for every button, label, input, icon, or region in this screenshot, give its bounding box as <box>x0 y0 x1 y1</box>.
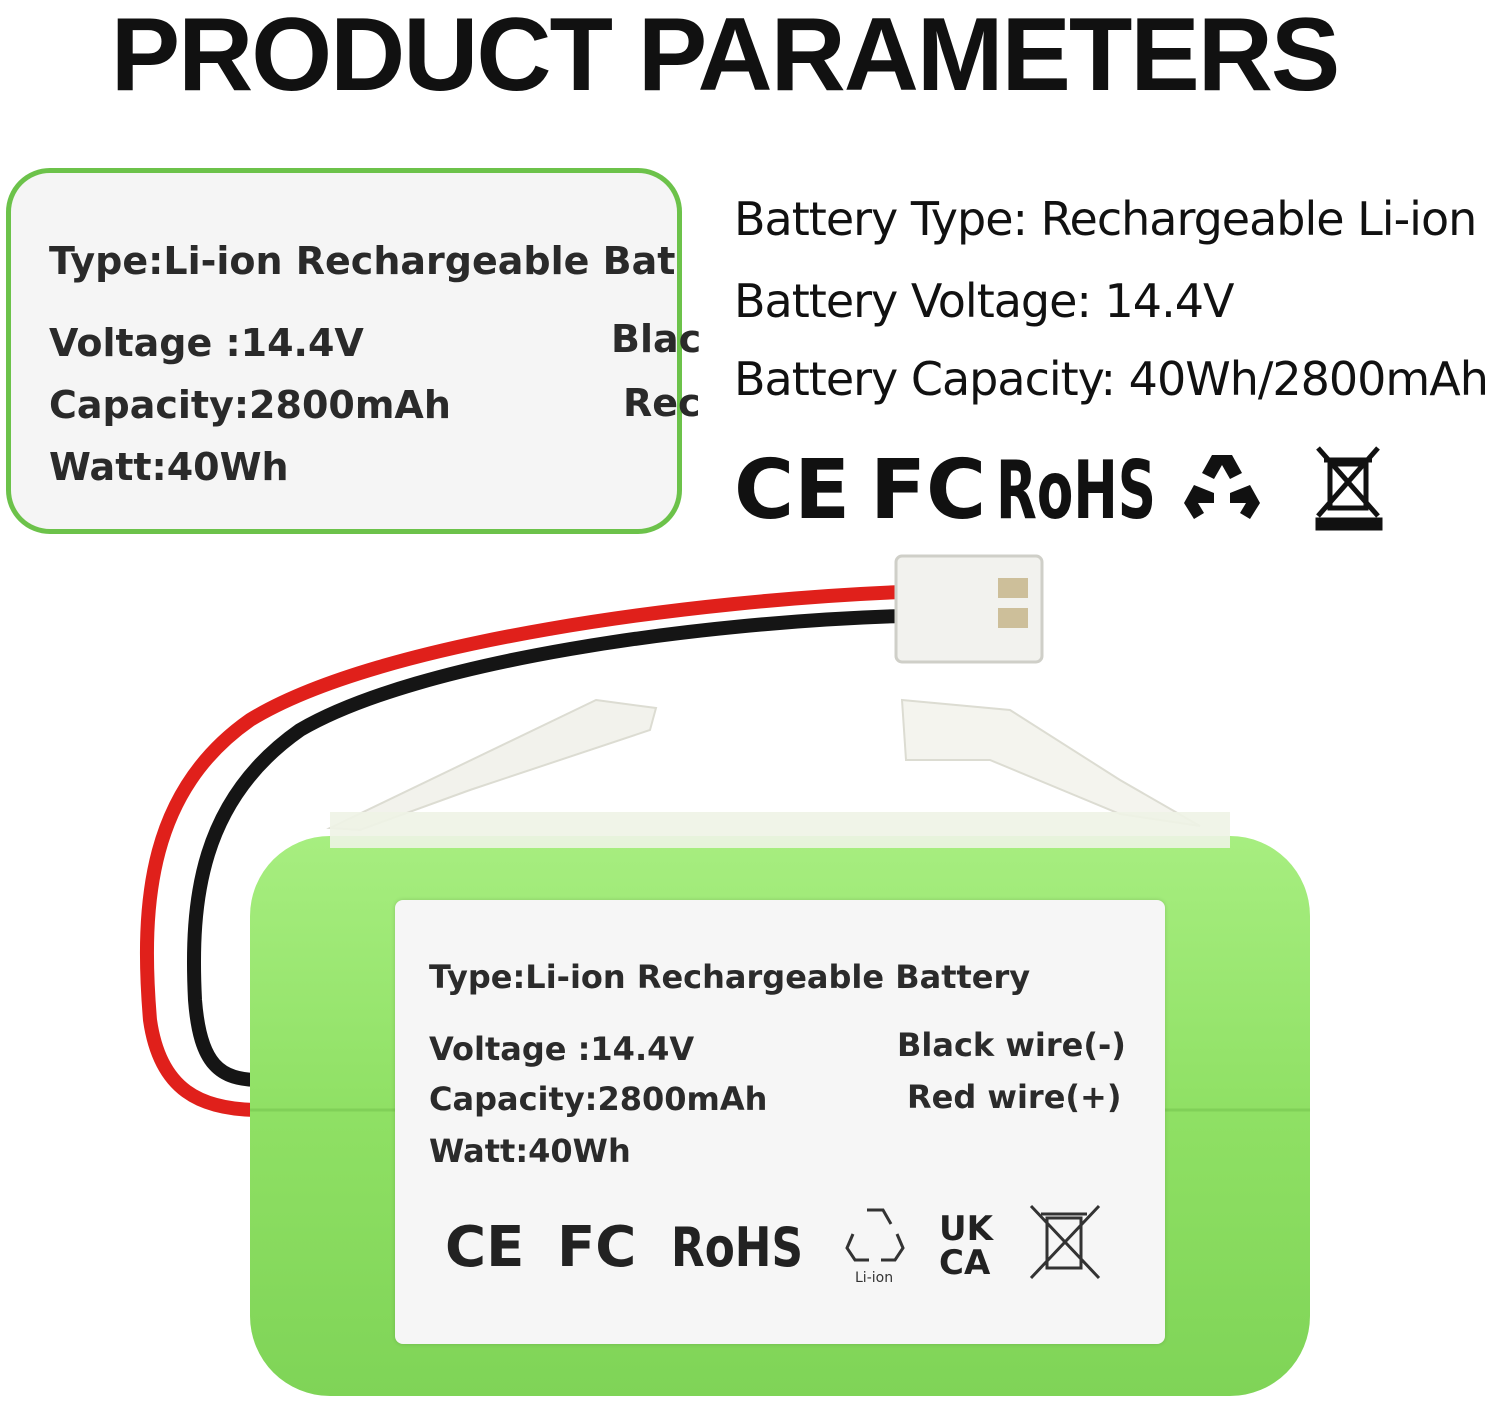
label-fc-mark-icon: FC <box>557 1215 636 1280</box>
closeup-capacity-text: Capacity:2800mAh <box>49 383 451 427</box>
spec-battery-capacity: Battery Capacity: 40Wh/2800mAh <box>734 352 1488 406</box>
label-rohs-mark-icon: RoHS <box>671 1216 803 1279</box>
label-ukca-mark-bottom: CA <box>939 1243 991 1283</box>
spec-battery-type: Battery Type: Rechargeable Li-ion <box>734 192 1477 246</box>
label-voltage-text: Voltage :14.4V <box>429 1030 695 1068</box>
connector-plug <box>894 554 1044 664</box>
label-black-wire-text: Black wire(-) <box>897 1026 1126 1064</box>
certification-marks-row: CE FC RoHS <box>734 443 1383 538</box>
black-wire <box>186 609 909 1087</box>
right-tape <box>900 698 1201 827</box>
label-watt-text: Watt:40Wh <box>429 1132 631 1170</box>
label-type-text: Type:Li-ion Rechargeable Battery <box>429 958 1031 996</box>
spec-battery-voltage: Battery Voltage: 14.4V <box>734 274 1234 328</box>
closeup-black-wire-text: Blac <box>611 317 702 361</box>
label-red-wire-text: Red wire(+) <box>907 1078 1122 1116</box>
closeup-watt-text: Watt:40Wh <box>49 445 289 489</box>
recycle-icon <box>1184 455 1260 519</box>
left-tape <box>326 698 658 832</box>
closeup-voltage-text: Voltage :14.4V <box>49 321 364 365</box>
label-ce-mark-icon: CE <box>445 1215 524 1280</box>
label-weee-crossed-bin-icon <box>1029 1204 1101 1280</box>
page-title: PRODUCT PARAMETERS <box>110 0 1340 113</box>
label-capacity-text: Capacity:2800mAh <box>429 1080 768 1118</box>
battery-sticker-label: Type:Li-ion Rechargeable Battery Voltage… <box>395 900 1165 1344</box>
red-wire <box>139 585 909 1117</box>
fc-mark-icon: FC <box>870 443 986 538</box>
li-ion-mark-text: Li-ion <box>855 1270 893 1286</box>
closeup-red-wire-text: Rec <box>623 381 701 425</box>
weee-crossed-bin-icon <box>1315 446 1383 531</box>
ce-mark-icon: CE <box>734 443 850 538</box>
label-ukca-mark-top: UK <box>939 1209 995 1249</box>
label-li-ion-recycle-icon: Li-ion <box>845 1208 905 1286</box>
label-closeup-card: Type:Li-ion Rechargeable Bat Voltage :14… <box>6 168 701 534</box>
closeup-type-text: Type:Li-ion Rechargeable Bat <box>49 239 676 283</box>
label-certification-marks: CE FC RoHS Li-ion UK CA <box>445 1204 1101 1286</box>
rohs-mark-icon: RoHS <box>996 444 1156 537</box>
